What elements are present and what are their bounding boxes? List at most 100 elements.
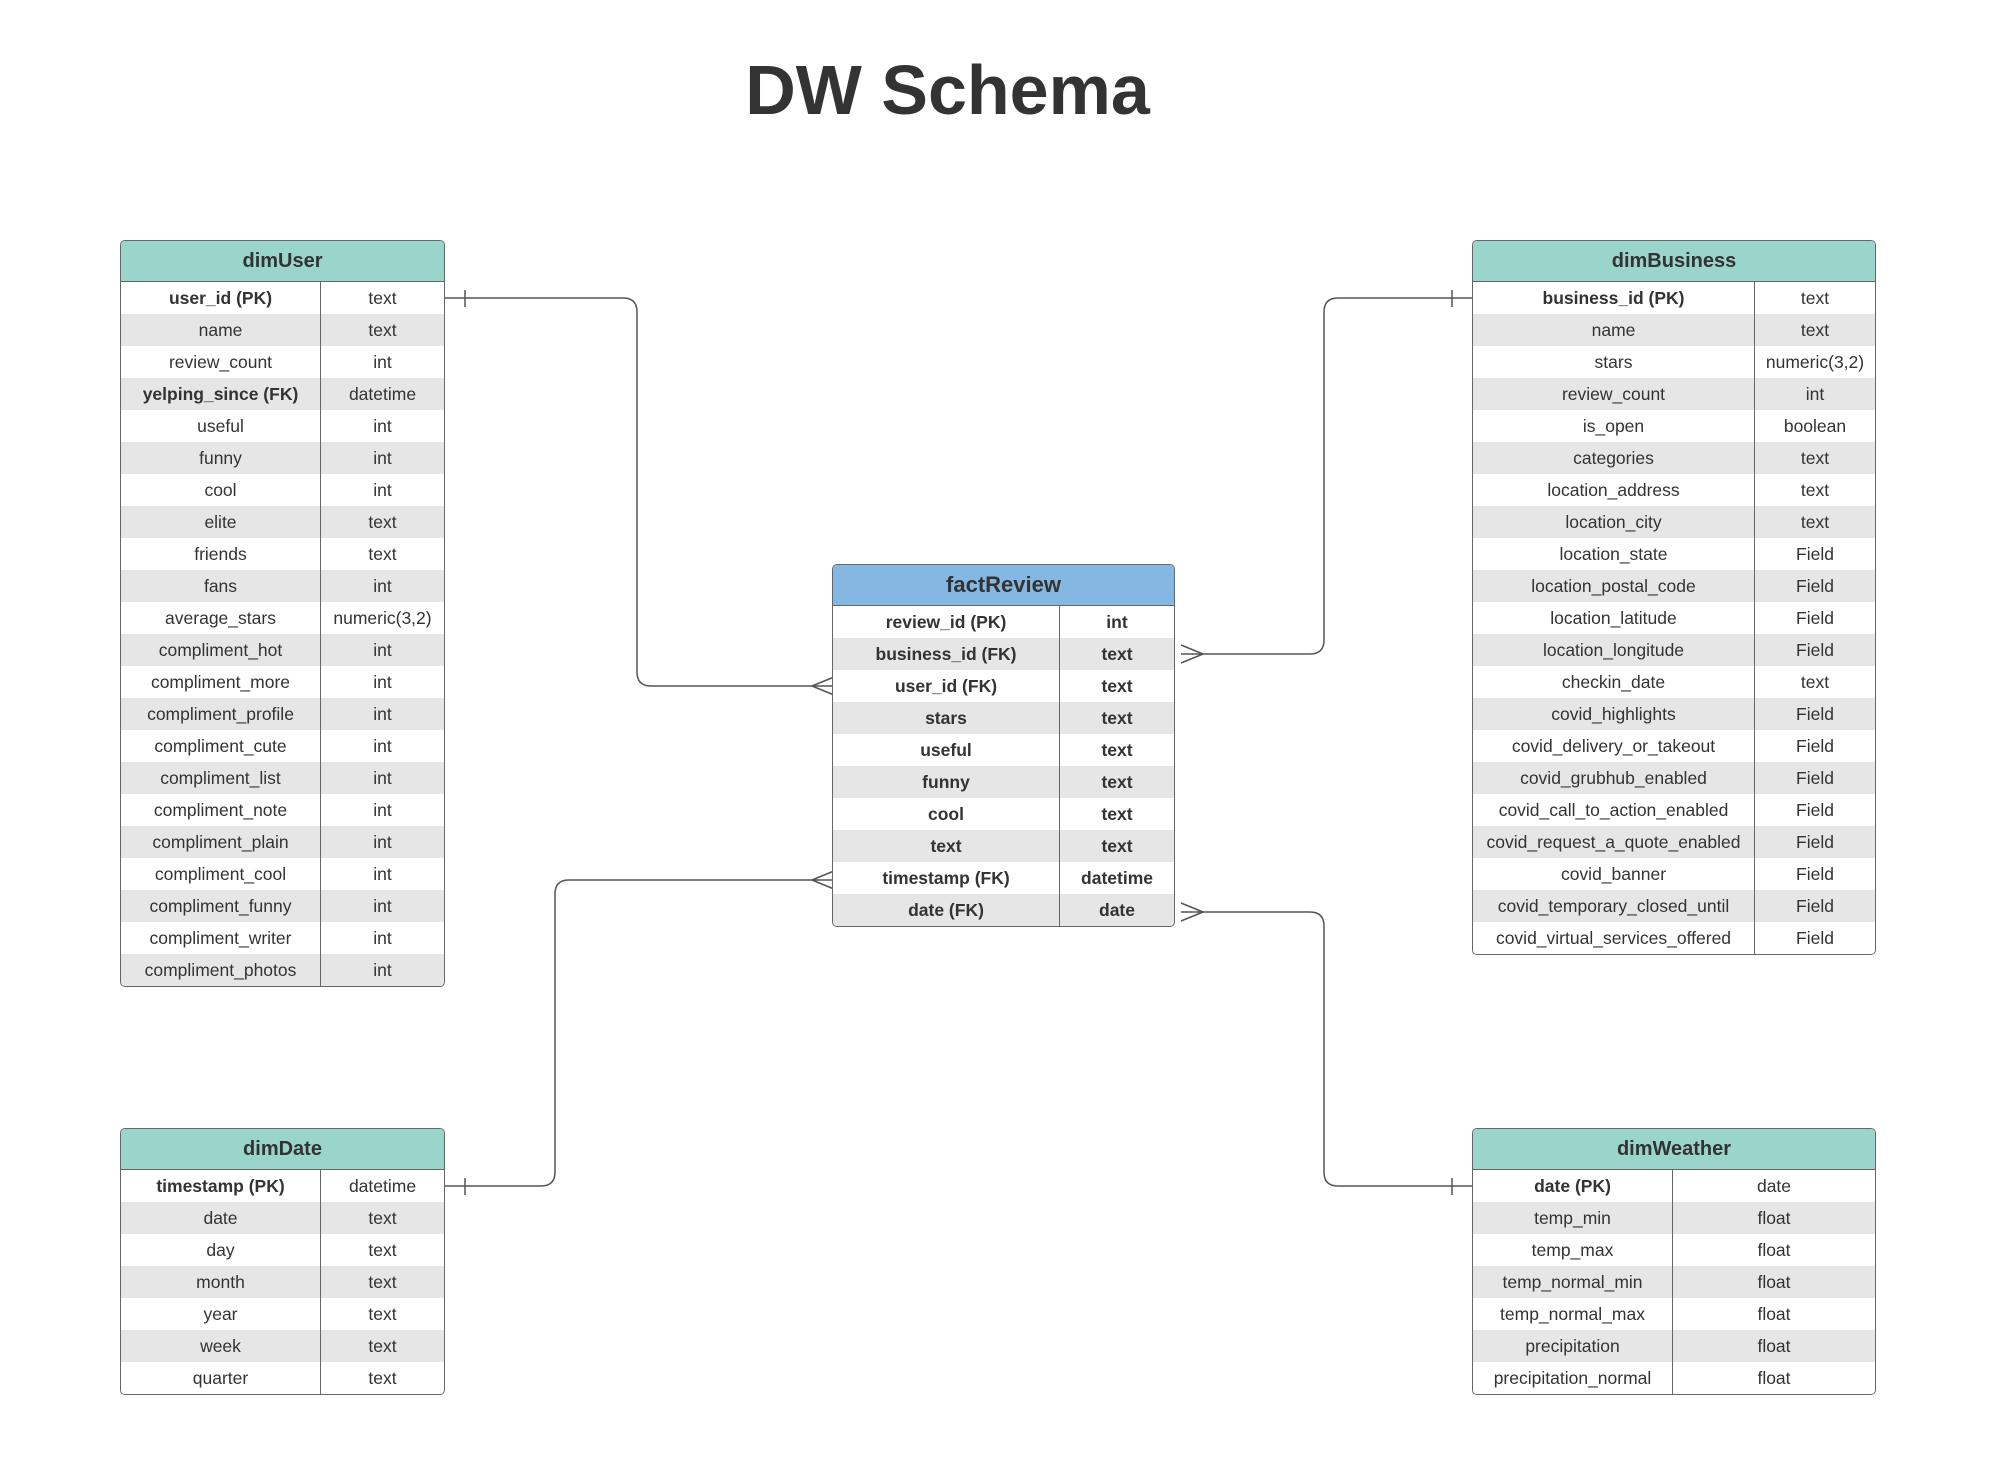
field-name: review_count [1473,378,1755,410]
field-type: Field [1796,928,1834,948]
table-row: year text [121,1298,444,1330]
field-name: day [121,1234,321,1266]
field-type: datetime [348,384,417,404]
field-name: location_postal_code [1473,570,1755,602]
connector-dimweather-factreview [1181,911,1472,1187]
table-row: compliment_profile int [121,698,444,730]
field-name: is_open [1473,410,1755,442]
field-type: text [368,1336,397,1356]
table-header: dimDate [121,1129,444,1170]
field-name: friends [121,538,321,570]
field-type: text [368,1304,397,1324]
many-marker [1180,644,1204,664]
field-type: date [1756,1176,1792,1196]
field-type: datetime [348,1176,417,1196]
field-name: cool [833,798,1060,830]
table-row: covid_banner Field [1473,858,1875,890]
field-name: yelping_since (FK) [121,378,321,410]
field-type: int [373,576,392,596]
field-type: text [368,288,397,308]
field-type: Field [1796,736,1834,756]
table-row: temp_normal_min float [1473,1266,1875,1298]
field-type: Field [1796,864,1834,884]
field-type: text [1800,288,1830,308]
field-type: Field [1796,608,1834,628]
field-name: user_id (FK) [833,670,1060,702]
table-row: week text [121,1330,444,1362]
field-name: average_stars [121,602,321,634]
field-name: review_count [121,346,321,378]
field-type: text [368,1208,397,1228]
many-marker [1180,902,1204,922]
field-name: compliment_profile [121,698,321,730]
field-name: compliment_cute [121,730,321,762]
field-name: compliment_photos [121,954,321,986]
field-type: int [373,704,392,724]
field-type: int [373,768,392,788]
field-name: temp_max [1473,1234,1673,1266]
field-type: text [368,1272,397,1292]
table-row: fans int [121,570,444,602]
field-type: Field [1796,896,1834,916]
table-header: factReview [833,565,1174,606]
field-type: float [1757,1272,1791,1292]
field-name: fans [121,570,321,602]
field-name: compliment_hot [121,634,321,666]
field-name: week [121,1330,321,1362]
table-header: dimBusiness [1473,241,1875,282]
field-name: compliment_list [121,762,321,794]
field-name: compliment_funny [121,890,321,922]
field-name: temp_normal_min [1473,1266,1673,1298]
field-name: location_city [1473,506,1755,538]
table-row: yelping_since (FK) datetime [121,378,444,410]
field-type: int [373,640,392,660]
field-type: text [1800,512,1830,532]
field-type: datetime [1081,868,1153,888]
field-name: compliment_writer [121,922,321,954]
table-row: user_id (PK)text [121,282,444,314]
table-row: precipitation float [1473,1330,1875,1362]
field-name: stars [1473,346,1755,378]
field-name: quarter [121,1362,321,1394]
field-name: name [121,314,321,346]
table-row: name text [121,314,444,346]
field-type: text [368,320,397,340]
field-type: text [1101,708,1133,728]
field-type: Field [1796,544,1834,564]
field-name: covid_banner [1473,858,1755,890]
field-type: float [1757,1336,1791,1356]
field-name: year [121,1298,321,1330]
connector-dimbusiness-factreview [1181,297,1472,655]
field-type: Field [1796,768,1834,788]
field-type: text [1101,772,1133,792]
field-name: precipitation [1473,1330,1673,1362]
field-name: funny [121,442,321,474]
field-type: text [1101,644,1133,664]
field-name: elite [121,506,321,538]
